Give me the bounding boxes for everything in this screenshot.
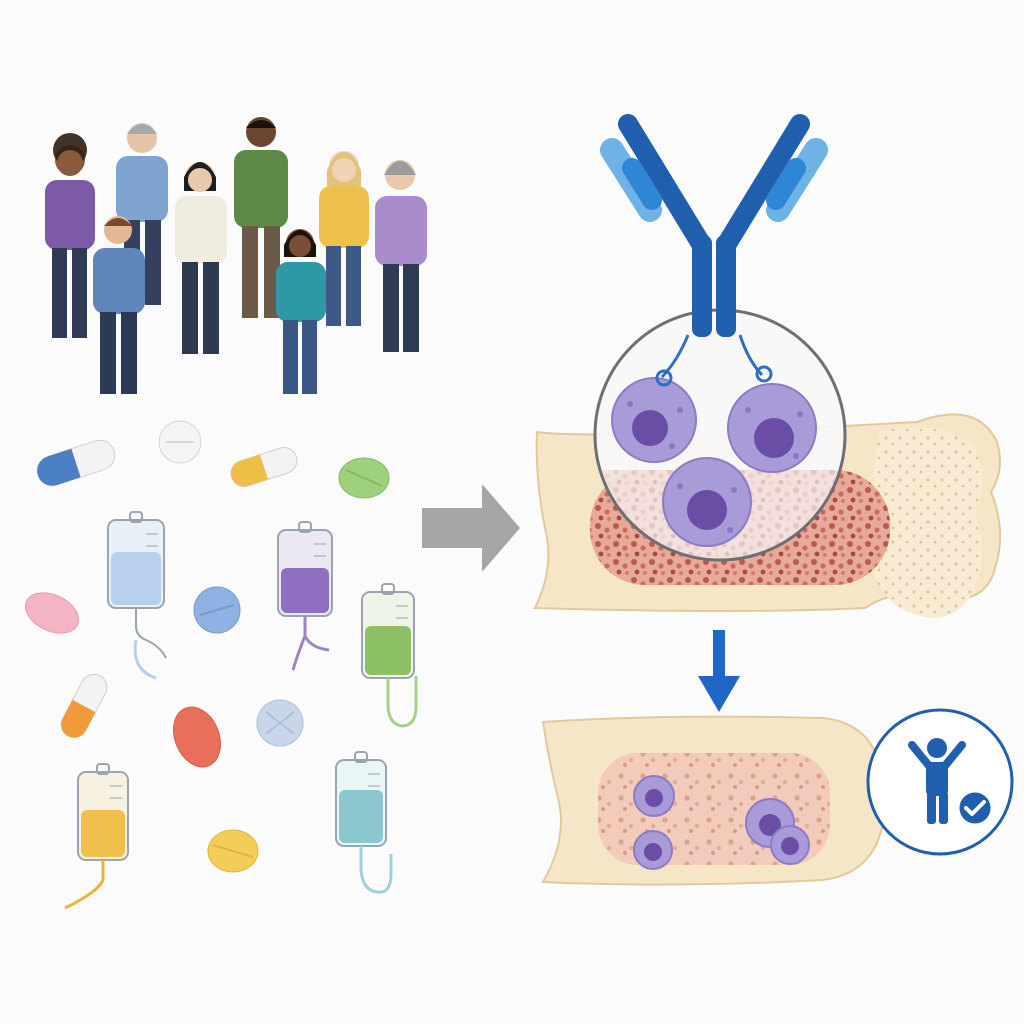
tablet-pill xyxy=(207,829,259,873)
myeloma-cell xyxy=(727,383,817,473)
capsule-pill xyxy=(36,439,116,487)
person xyxy=(93,216,145,394)
person xyxy=(45,133,95,338)
iv-bag xyxy=(64,763,129,910)
tablet-pill xyxy=(158,420,202,464)
person xyxy=(319,151,369,326)
residual-myeloma-cell xyxy=(770,825,810,865)
iv-bag xyxy=(277,521,333,671)
residual-myeloma-cell xyxy=(633,830,673,870)
iv-bag xyxy=(107,511,167,680)
patient-population xyxy=(45,117,427,394)
capsule-pill xyxy=(60,673,108,739)
tablet-pill xyxy=(193,586,241,634)
checkmark-icon xyxy=(956,789,994,827)
iv-bag xyxy=(335,751,393,894)
antibody-icon xyxy=(600,114,828,337)
person xyxy=(375,160,427,352)
downward-arrow-icon xyxy=(698,630,740,712)
person xyxy=(175,162,227,354)
person xyxy=(276,229,326,394)
myeloma-cell xyxy=(611,377,697,463)
iv-bag xyxy=(361,583,418,728)
tablet-pill xyxy=(25,592,79,634)
bone-marrow-after xyxy=(541,715,887,886)
tablet-pill xyxy=(173,706,221,768)
person-arms-raised-icon xyxy=(908,738,966,824)
residual-myeloma-cell xyxy=(633,775,675,817)
prior-therapies xyxy=(25,420,418,910)
right-arrow-icon xyxy=(422,484,520,572)
myeloma-cell xyxy=(662,457,752,547)
patient-response-badge xyxy=(866,708,1014,856)
tablet-pill xyxy=(338,457,390,499)
capsule-pill xyxy=(230,447,298,487)
tablet-pill xyxy=(256,699,304,747)
